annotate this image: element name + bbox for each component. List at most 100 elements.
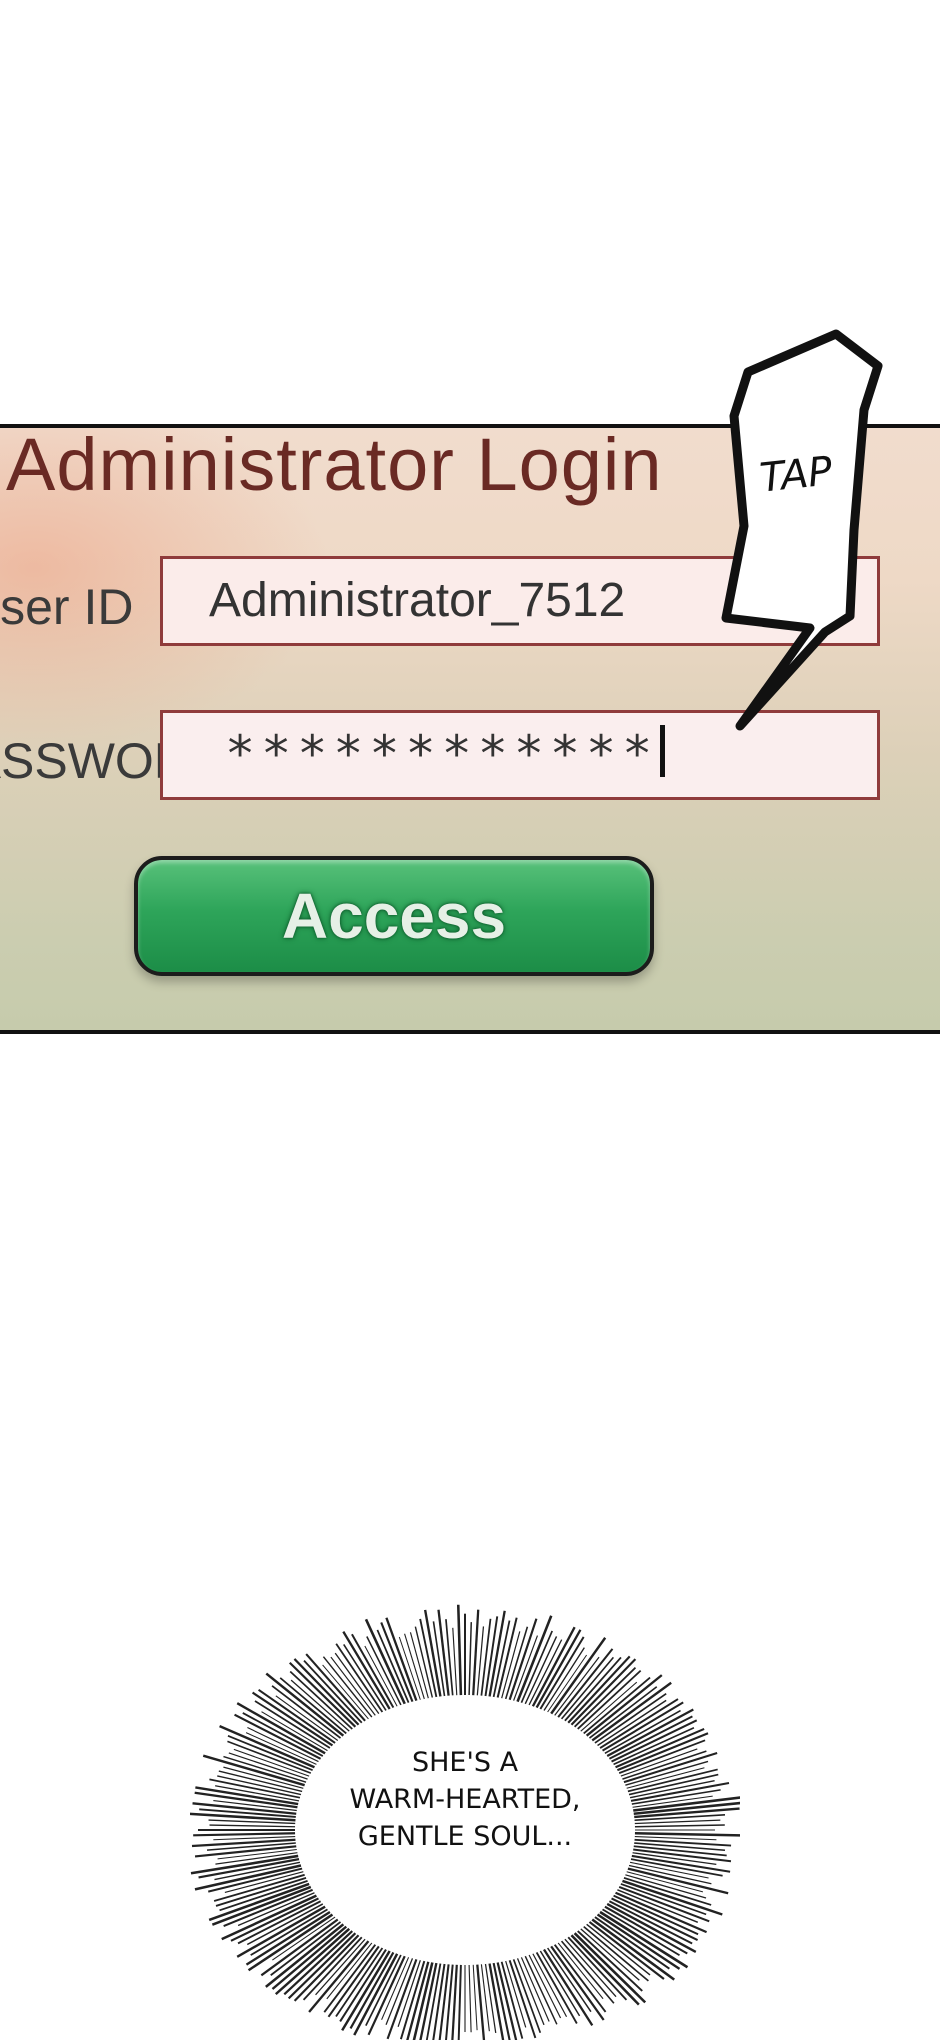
burst-line [528,1639,563,1706]
burst-line [623,1752,718,1784]
burst-line [190,1812,296,1822]
burst-line [630,1782,730,1802]
burst-line [629,1861,709,1879]
burst-line [242,1712,324,1757]
burst-line [279,1677,347,1735]
burst-line [516,1615,553,1703]
burst-line [195,1786,299,1806]
burst-line [531,1626,576,1707]
burst-line [472,1964,478,2031]
burst-line [524,1636,558,1705]
burst-line [380,1622,414,1702]
burst-line [342,1631,391,1710]
burst-line [539,1950,581,2017]
burst-line [194,1791,298,1809]
burst-line [227,1734,313,1771]
burst-line [557,1648,614,1718]
access-button[interactable]: Access [134,856,654,976]
tap-sound-effect: TAP [757,448,835,502]
burst-line [550,1637,607,1715]
burst-line [504,1626,529,1700]
burst-line [233,1748,310,1777]
burst-line [564,1656,622,1722]
tap-bubble [721,329,883,731]
burst-line [547,1654,588,1713]
burst-line [322,1664,369,1720]
burst-line [634,1807,740,1819]
burst-line [633,1845,727,1857]
burst-line [633,1801,740,1815]
burst-line [618,1739,706,1774]
burst-line [192,1802,297,1815]
burst-line [343,1644,387,1711]
burst-line [599,1698,679,1749]
burst-line [476,1626,485,1696]
burst-line [364,1618,406,1705]
burst-line [630,1858,723,1877]
burst-line [591,1681,672,1742]
burst-line [397,1960,421,2028]
burst-line [209,1778,301,1799]
burst-line [452,1627,458,1696]
burst-line [227,1740,312,1774]
burst-line [577,1669,642,1730]
burst-line [457,1964,462,2040]
burst-line [414,1626,434,1698]
burst-line [293,1658,360,1726]
burst-line [602,1701,684,1752]
burst-line [213,1835,296,1841]
burst-line [585,1674,663,1737]
burst-line [199,1808,296,1818]
burst-line [215,1852,298,1865]
burst-line [574,1667,637,1728]
burst-line [535,1629,582,1709]
user-id-label: User ID [0,579,134,635]
burst-line [629,1779,715,1799]
burst-line [480,1618,492,1696]
burst-line [634,1814,726,1822]
burst-line [437,1609,450,1696]
burst-line [620,1748,698,1777]
burst-line [634,1819,721,1825]
password-input[interactable]: ************ [160,710,880,800]
narration-text: SHE'S A WARM-HEARTED, GENTLE SOUL... [349,1747,581,1852]
burst-line [258,1688,336,1744]
burst-line [206,1842,296,1851]
burst-line [604,1709,681,1755]
burst-line [628,1864,712,1885]
burst-line [190,1854,299,1875]
burst-line [223,1766,304,1789]
burst-line [217,1849,297,1860]
burst-line [583,1676,651,1735]
password-value: ************ [225,725,666,783]
burst-line [468,1964,472,2033]
burst-line [209,1824,296,1828]
burst-line [613,1727,695,1766]
burst-line [615,1728,705,1769]
burst-line [228,1752,308,1780]
burst-line [202,1754,305,1787]
burst-line [622,1750,707,1780]
burst-line [445,1619,454,1696]
burst-line [194,1845,297,1858]
burst-line [501,1631,521,1699]
burst-line [419,1618,438,1698]
burst-line [472,1609,480,1696]
burst-line [288,1661,357,1728]
burst-line [580,1681,638,1732]
burst-line [305,1653,366,1722]
burst-line [404,1633,425,1700]
burst-line [303,1660,363,1724]
burst-line [627,1768,718,1793]
burst-line [608,1715,693,1760]
burst-line [631,1854,731,1873]
burst-line [634,1824,725,1828]
burst-line [634,1838,732,1847]
burst-line [364,1645,398,1707]
burst-line [616,1732,709,1772]
burst-line [535,1951,578,2024]
burst-line [632,1852,717,1866]
burst-line [265,1672,345,1737]
burst-line [594,1692,667,1744]
burst-line [247,1727,319,1763]
